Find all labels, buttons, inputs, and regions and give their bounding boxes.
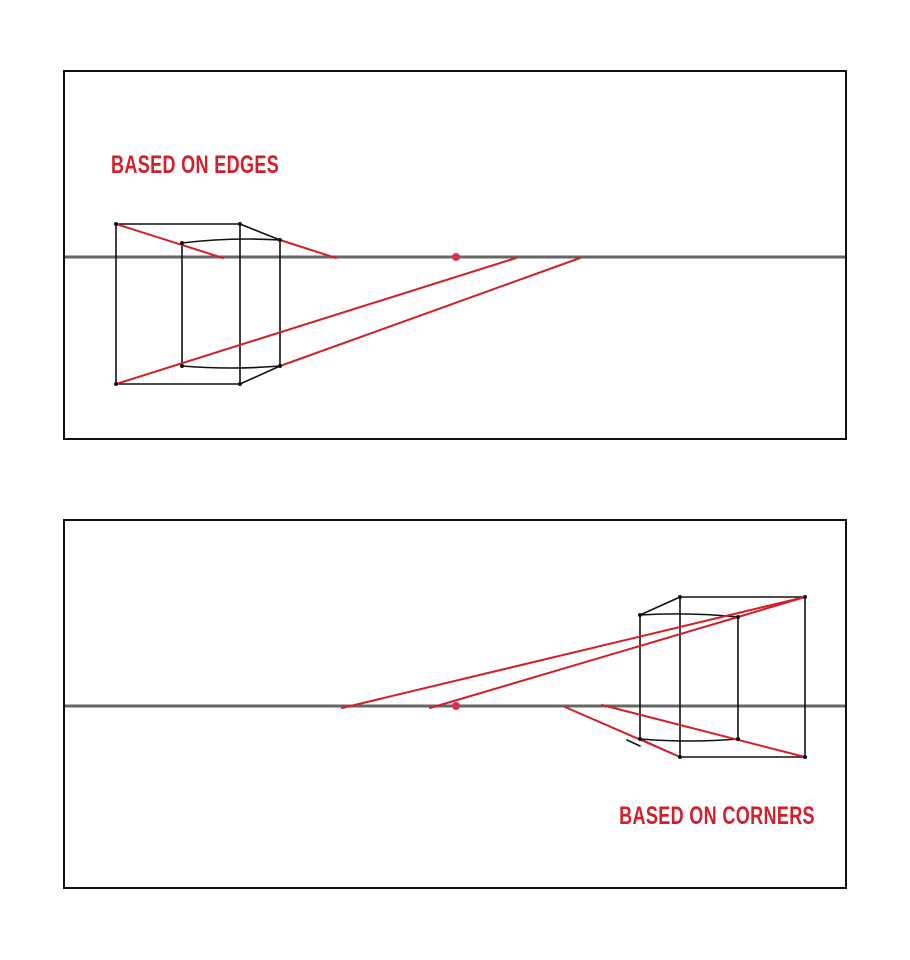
corner-dot [678,755,682,759]
edges-diagram [65,222,845,386]
corner-dot [736,737,740,741]
box-depth-top [239,223,281,241]
box-depth-tick [626,739,641,747]
box-depth-bottom [239,365,281,385]
edges-label: BASED ON EDGES [111,151,280,179]
corner-dot [278,238,282,242]
perspective-line [279,239,337,259]
box-corner-dots [114,222,282,386]
vanishing-point-dot [452,253,460,261]
corner-dot [180,364,184,368]
corners-panel: BASED ON CORNERS [63,519,847,889]
perspective-line [279,257,581,367]
edges-panel: BASED ON EDGES [63,70,847,440]
perspective-line [601,704,806,758]
box-depth-top [639,596,681,616]
corner-dot [803,755,807,759]
perspective-line [115,223,224,259]
perspective-line [115,257,517,385]
box-back-bottom [639,738,739,742]
corner-dot [180,241,184,245]
corners-label: BASED ON CORNERS [619,802,815,830]
corner-dot [803,595,807,599]
box-edges [626,596,806,758]
corner-dot [736,615,740,619]
perspective-lines [341,596,806,758]
perspective-line [737,596,806,618]
perspective-line [564,706,681,758]
corner-dot [238,222,242,226]
box-back-top [181,238,281,244]
corner-dot [678,595,682,599]
box-back-bottom [181,365,281,369]
corners-diagram [65,595,845,759]
corner-dot [114,382,118,386]
perspective-line [341,596,806,709]
corner-dot [638,613,642,617]
vanishing-point-dot [452,702,460,710]
perspective-lines [115,223,581,385]
corner-dot [114,222,118,226]
corner-dot [238,382,242,386]
box-edges [115,223,281,385]
perspective-line [429,616,739,709]
corner-dot [278,364,282,368]
box-corner-dots [638,595,807,759]
corner-dot [638,737,642,741]
